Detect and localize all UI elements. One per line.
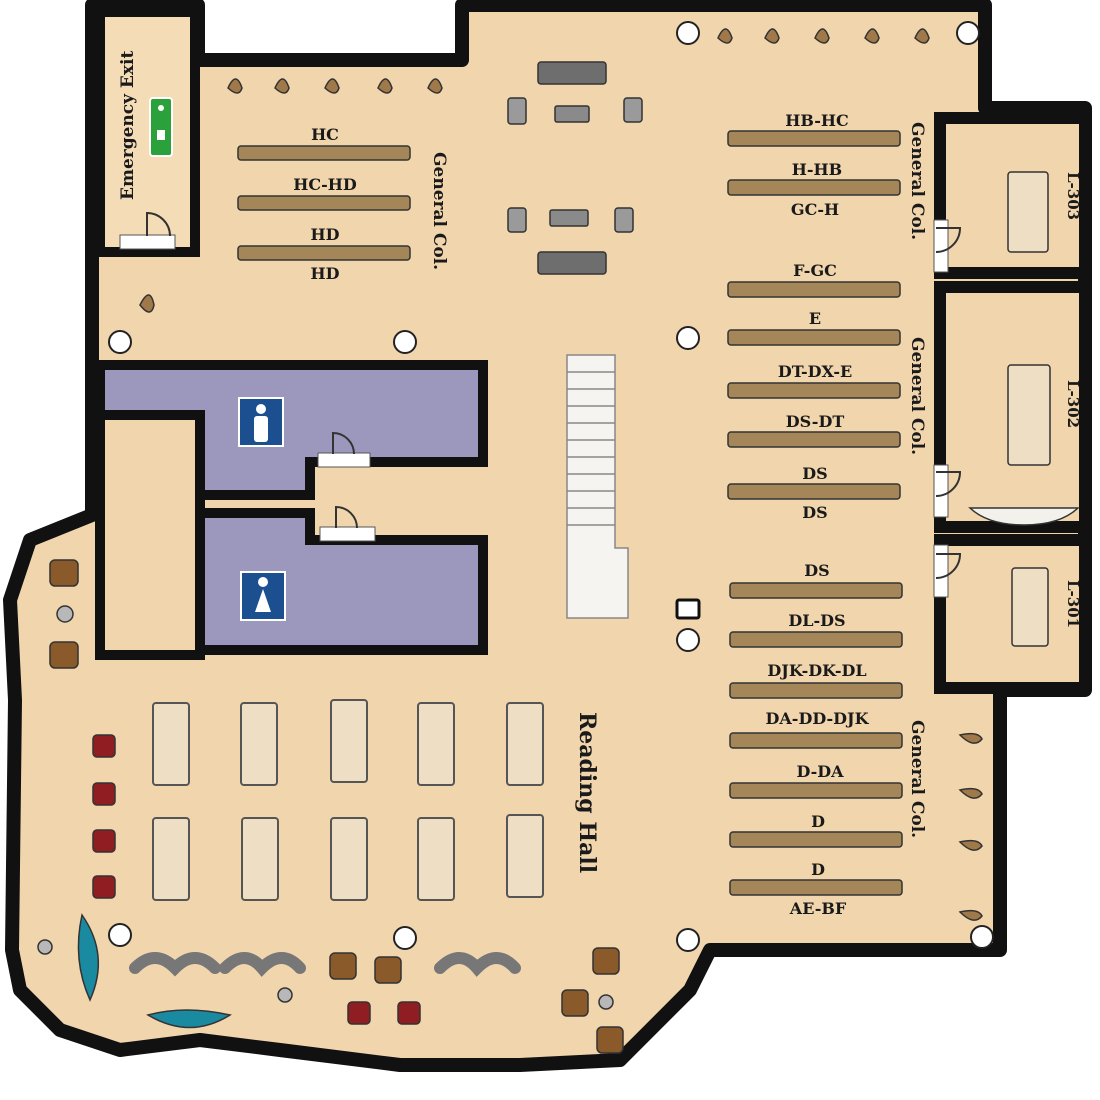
restroom-women-door[interactable] bbox=[319, 505, 376, 542]
shelf-label: DA-DD-DJK bbox=[766, 709, 870, 728]
staircase-icon bbox=[566, 354, 629, 619]
shelves-right bbox=[727, 130, 903, 896]
shelf-label: D bbox=[811, 812, 825, 831]
general-col-label: General Col. bbox=[907, 337, 927, 455]
shelf-label: GC-H bbox=[791, 200, 839, 219]
emergency-exit-label: Emergency Exit bbox=[118, 51, 138, 200]
shelf-label: DS bbox=[802, 503, 827, 522]
shelf-label: DS-DT bbox=[786, 412, 845, 431]
emergency-exit-door[interactable] bbox=[119, 211, 176, 250]
room-l-302-door[interactable] bbox=[933, 464, 962, 518]
lounge-sofas bbox=[77, 913, 521, 1029]
floor-outline bbox=[3, 0, 1092, 1072]
room-l-302 bbox=[934, 281, 1091, 533]
general-col-label: General Col. bbox=[429, 152, 449, 270]
man-restroom-icon bbox=[238, 397, 284, 447]
room-l-301-door[interactable] bbox=[933, 544, 962, 598]
shelf-label-hc-hd: HC-HD bbox=[293, 175, 357, 194]
shelf-label-hd-2: HD bbox=[311, 264, 340, 283]
shelf-label: D bbox=[811, 860, 825, 879]
emergency-exit-corridor bbox=[95, 7, 200, 257]
shelf-label: DJK-DK-DL bbox=[767, 661, 866, 680]
room-l-303-door[interactable] bbox=[933, 219, 962, 273]
shelf-label: DT-DX-E bbox=[778, 362, 852, 381]
reading-tables bbox=[152, 699, 544, 901]
room-l-301 bbox=[934, 534, 1091, 694]
info-terminal bbox=[675, 598, 701, 620]
shelf-label: DS bbox=[804, 561, 829, 580]
shelf-label: F-GC bbox=[793, 261, 837, 280]
restroom-men-door[interactable] bbox=[317, 431, 371, 468]
shelf-label-hd-1: HD bbox=[311, 225, 340, 244]
general-col-label: General Col. bbox=[907, 720, 927, 838]
room-label-l-301: L-301 bbox=[1064, 580, 1082, 628]
room-l-303 bbox=[934, 112, 1091, 279]
shelf-label: AE-BF bbox=[789, 899, 847, 918]
general-col-label: General Col. bbox=[907, 122, 927, 240]
shelf-label: DS bbox=[802, 464, 827, 483]
wall-lamp-icon bbox=[139, 28, 983, 921]
shelf-label: E bbox=[809, 309, 821, 328]
room-label-l-302: L-302 bbox=[1064, 380, 1082, 428]
shelf-label: DL-DS bbox=[788, 611, 845, 630]
shelf-label: H-HB bbox=[792, 160, 842, 179]
room-label-l-303: L-303 bbox=[1064, 172, 1082, 220]
emergency-exit-sign-icon bbox=[149, 97, 173, 157]
study-table-group bbox=[507, 61, 643, 275]
shelves-left bbox=[237, 145, 411, 261]
shelf-label: D-DA bbox=[796, 762, 844, 781]
lounge-chairs bbox=[37, 559, 624, 1054]
shelf-label-hc: HC bbox=[311, 125, 339, 144]
shelf-label: HB-HC bbox=[785, 111, 848, 130]
woman-restroom-icon bbox=[240, 571, 286, 621]
reading-hall-label: Reading Hall bbox=[574, 712, 600, 873]
